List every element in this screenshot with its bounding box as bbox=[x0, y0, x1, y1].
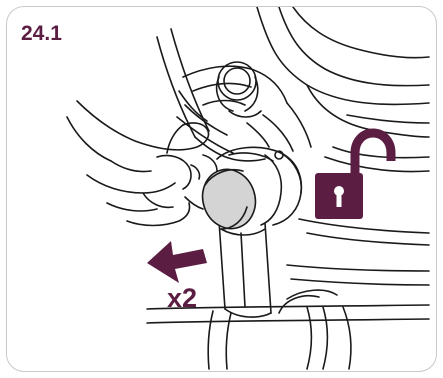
frame-strut bbox=[219, 221, 271, 317]
instruction-panel: 24.1 x2 bbox=[6, 6, 437, 372]
step-number: 24.1 bbox=[21, 22, 62, 46]
arrow-pull-icon bbox=[147, 241, 207, 283]
assembly-illustration bbox=[7, 7, 436, 371]
hinge-bracket bbox=[177, 91, 311, 153]
hand-icon bbox=[67, 101, 217, 226]
repeat-count-label: x2 bbox=[167, 283, 197, 314]
unlocked-padlock-icon bbox=[315, 133, 391, 219]
release-button-icon bbox=[195, 162, 263, 235]
